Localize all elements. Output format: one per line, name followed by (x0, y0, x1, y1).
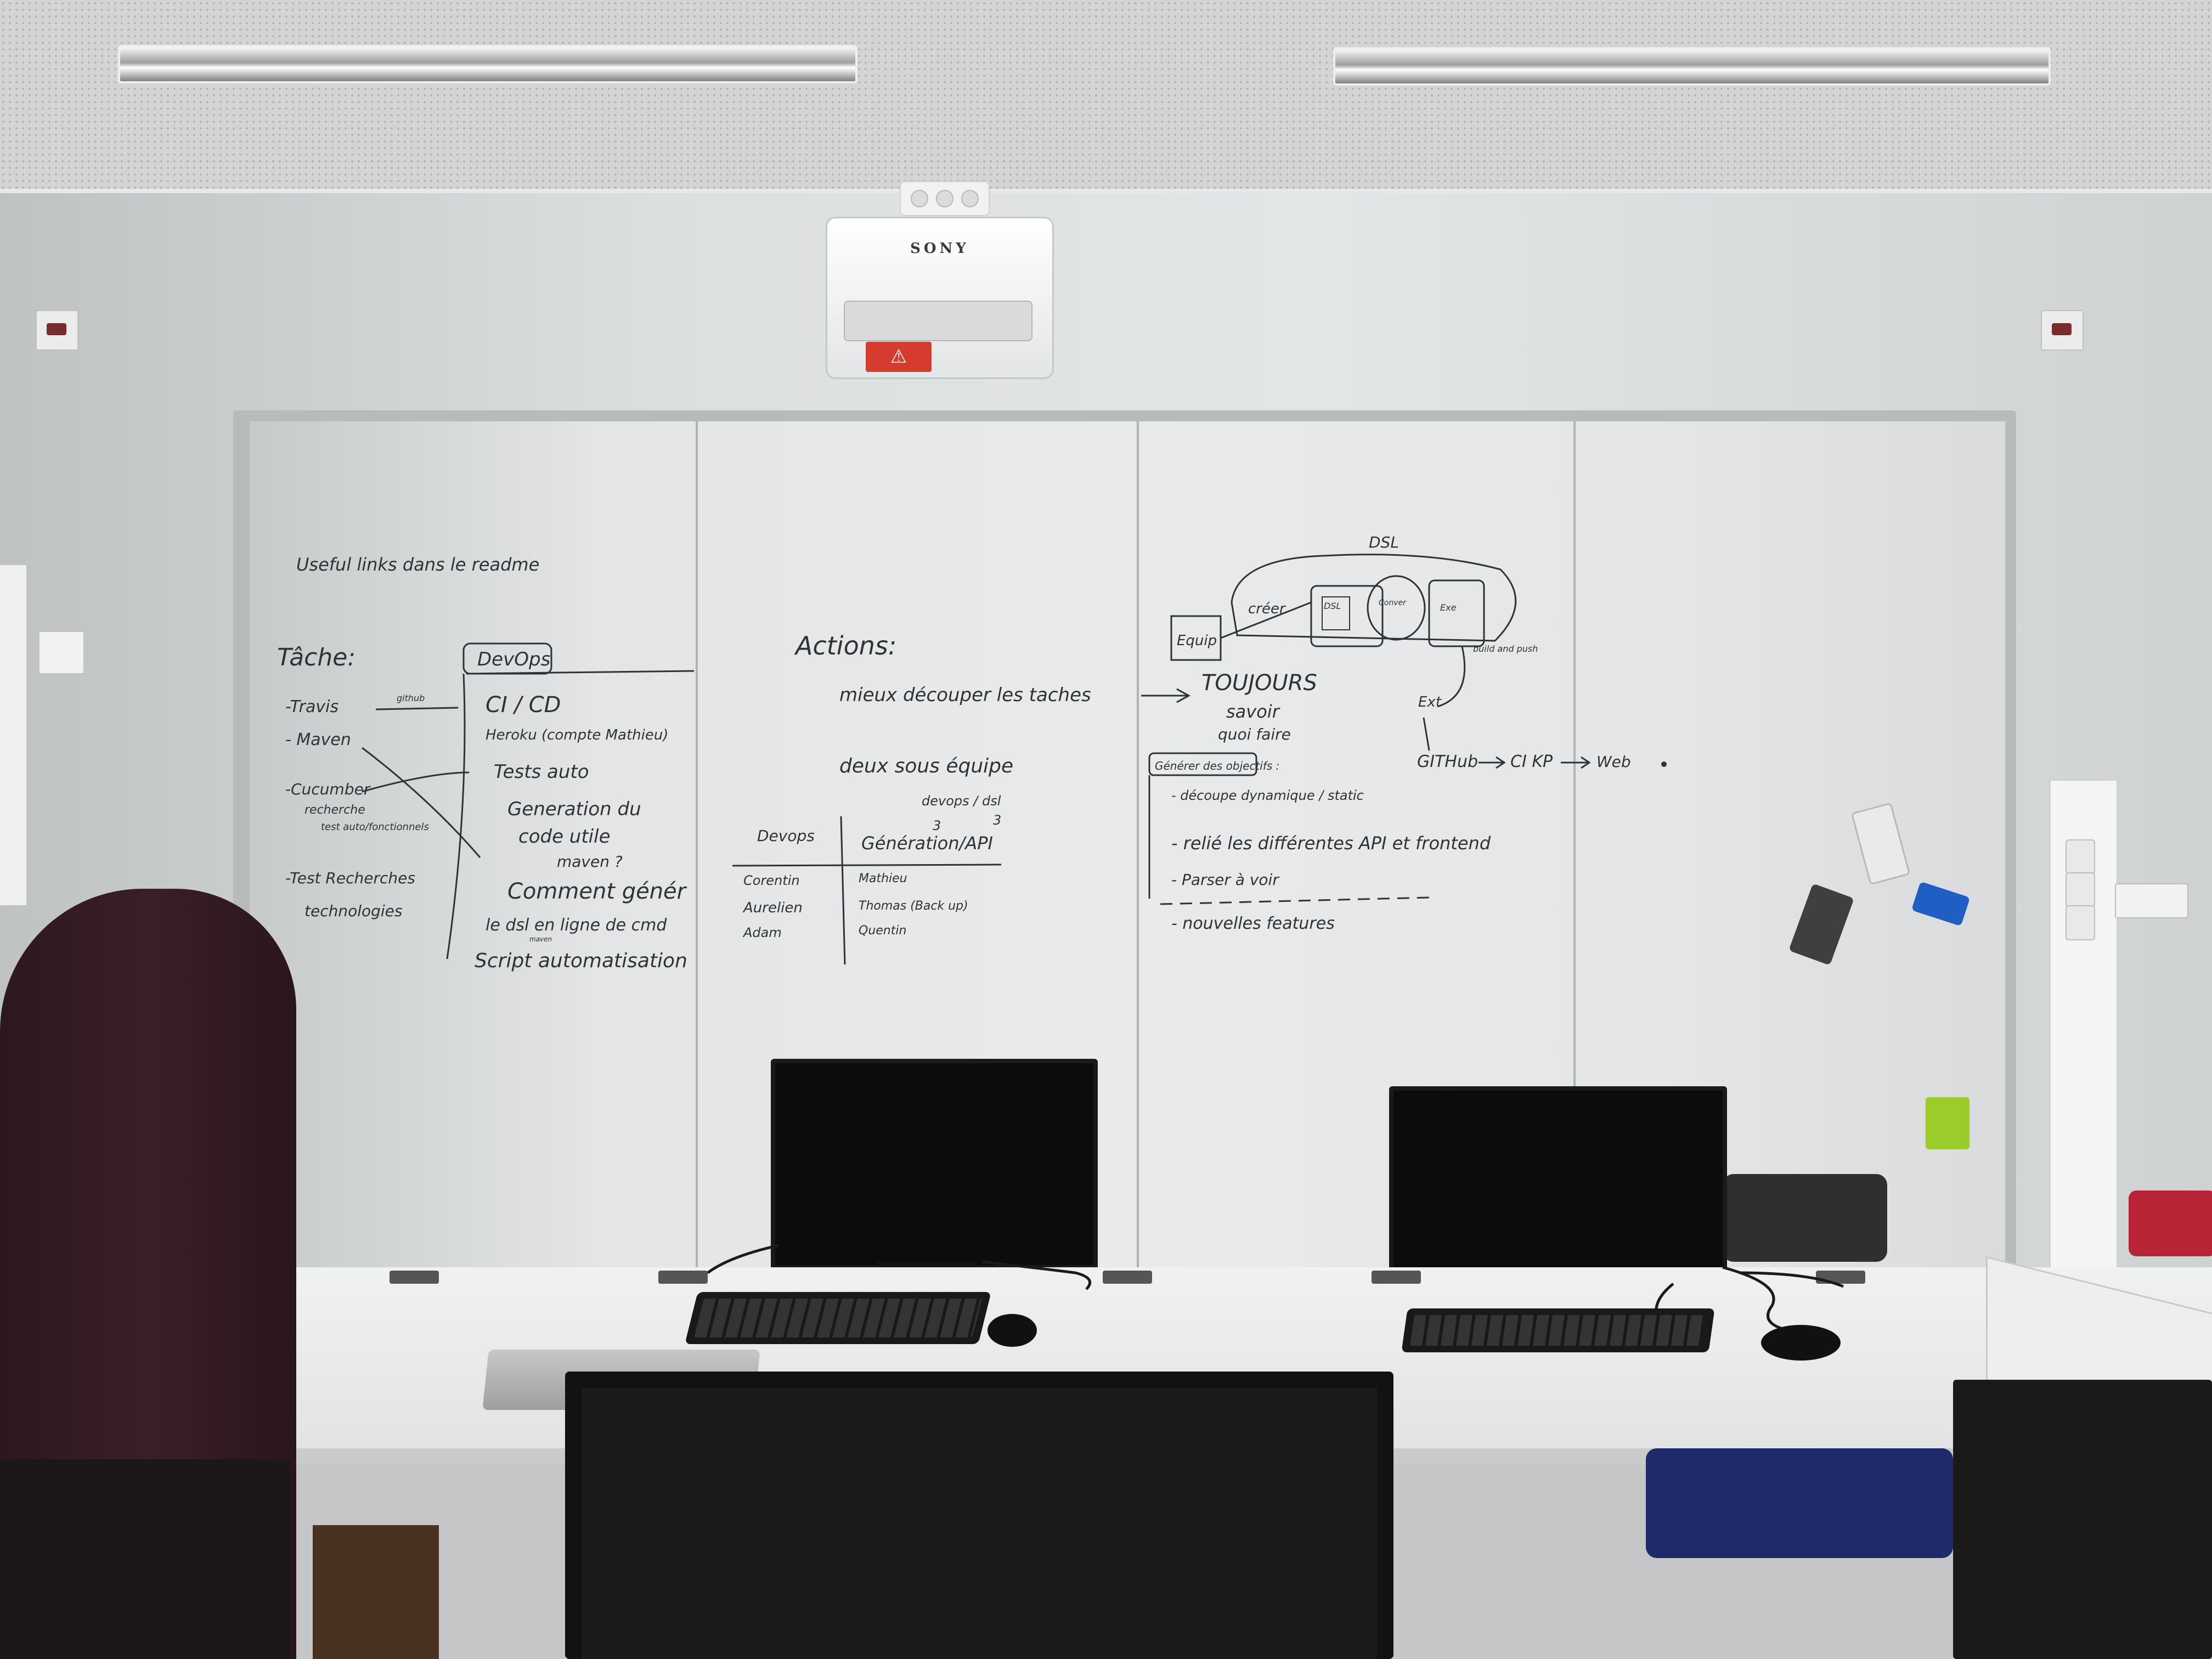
github-label: github (397, 693, 425, 703)
tache-title: Tâche: (277, 644, 356, 672)
foreground-monitor-right (1953, 1380, 2212, 1659)
objectif-item: - relié les différentes API et frontend (1171, 833, 1491, 854)
objectif-item: - nouvelles features (1171, 914, 1335, 933)
toujours-text: TOUJOURS (1201, 670, 1317, 696)
diagram-label: Conver (1379, 599, 1407, 607)
power-socket (2066, 905, 2095, 940)
devops-item: Script automatisation (475, 950, 687, 972)
objectifs-title: Générer des objectifs : (1155, 759, 1279, 772)
mouse[interactable] (1761, 1325, 1841, 1361)
projector-brand: SONY (910, 240, 969, 257)
blue-chair (1646, 1448, 1953, 1558)
devops-item: Heroku (compte Mathieu) (486, 727, 668, 743)
cable-grommet (390, 1271, 439, 1284)
table-superscript: 3 (933, 818, 941, 833)
savoir-text: savoir (1226, 701, 1280, 722)
ceiling (0, 0, 2212, 193)
speaker-left (36, 310, 78, 351)
speaker-right (2041, 310, 2084, 351)
tache-item: -Cucumber (285, 780, 371, 798)
power-socket (2066, 839, 2095, 874)
action-item: deux sous équipe (839, 755, 1013, 777)
wooden-chair (313, 1525, 439, 1659)
devops-person: Adam (742, 925, 782, 940)
cable-grommet (1103, 1271, 1152, 1284)
panel-divider (1573, 421, 1576, 1277)
devops-person: Corentin (743, 873, 800, 888)
devops-item: maven ? (557, 853, 623, 871)
wall-switch[interactable] (2115, 883, 2188, 918)
keyboard[interactable] (1401, 1308, 1715, 1352)
devops-item: Tests auto (494, 761, 589, 783)
pipeline-step: CI KP (1510, 752, 1553, 771)
pipeline-step: Web (1596, 753, 1631, 771)
diagram-label: DSL (1324, 601, 1341, 611)
monitor-center: hp (771, 1059, 1098, 1282)
build-label: build and push (1473, 644, 1538, 654)
ceiling-light-left (118, 45, 857, 83)
table-header: Génération/API (861, 833, 993, 854)
dsl-label: DSL (1369, 533, 1399, 551)
mouse[interactable] (988, 1314, 1037, 1347)
objectif-item: - découpe dynamique / static (1171, 788, 1364, 803)
devops-item: Generation du (507, 798, 641, 820)
tache-item: -Test Recherches (285, 869, 415, 887)
maven-small: maven (529, 935, 552, 943)
projector: SONY ⚠ (826, 217, 1054, 379)
devops-item: le dsl en ligne de cmd (486, 916, 667, 935)
foreground-monitor-screen (582, 1388, 1377, 1659)
warning-icon: ⚠ (866, 342, 932, 372)
table-superscript: 3 (993, 812, 1001, 828)
ceiling-light-right (1333, 47, 2051, 86)
panel-divider (1137, 421, 1139, 1277)
chair (1723, 1174, 1887, 1262)
actions-title: Actions: (794, 631, 896, 661)
devops-title: DevOps (477, 648, 550, 670)
equip-label: Equip (1177, 633, 1217, 649)
wall-sensor (38, 631, 84, 674)
projector-mount (900, 181, 990, 216)
quoi-faire-text: quoi faire (1218, 725, 1291, 743)
panel-divider (696, 421, 698, 1277)
tache-item: test auto/fonctionnels (321, 821, 429, 833)
readme-note: Useful links dans le readme (296, 554, 539, 575)
whiteboard-writing: Useful links dans le readme Tâche: -Trav… (277, 533, 1667, 972)
diagram-label: Exe (1440, 602, 1457, 613)
keyboard[interactable] (685, 1292, 991, 1344)
action-item: mieux découper les taches (839, 684, 1091, 706)
api-person: Thomas (Back up) (859, 899, 968, 913)
action-subitem: devops / dsl (922, 793, 1001, 809)
cable-grommet (658, 1271, 708, 1284)
objectif-item: - Parser à voir (1171, 871, 1279, 889)
devops-item: code utile (518, 826, 611, 848)
power-socket (2066, 872, 2095, 907)
devops-item: CI / CD (486, 692, 561, 718)
pipeline-step: GITHub (1417, 752, 1478, 771)
green-cup (1926, 1097, 1970, 1149)
red-chair (2129, 1190, 2212, 1256)
tache-item: recherche (304, 803, 365, 817)
projector-lens (844, 301, 1032, 341)
api-person: Quentin (859, 924, 906, 938)
door-frame (0, 565, 29, 905)
tache-item: -Travis (285, 697, 338, 716)
tache-item: technologies (304, 902, 403, 920)
devops-item: Comment génér (507, 879, 687, 904)
tache-item: - Maven (285, 730, 351, 749)
person-lower-body (0, 1459, 291, 1659)
devops-person: Aurelien (742, 900, 803, 916)
api-person: Mathieu (859, 872, 907, 885)
cable-grommet (1372, 1271, 1421, 1284)
ext-label: Ext (1418, 694, 1442, 710)
table-header: Devops (757, 827, 815, 845)
